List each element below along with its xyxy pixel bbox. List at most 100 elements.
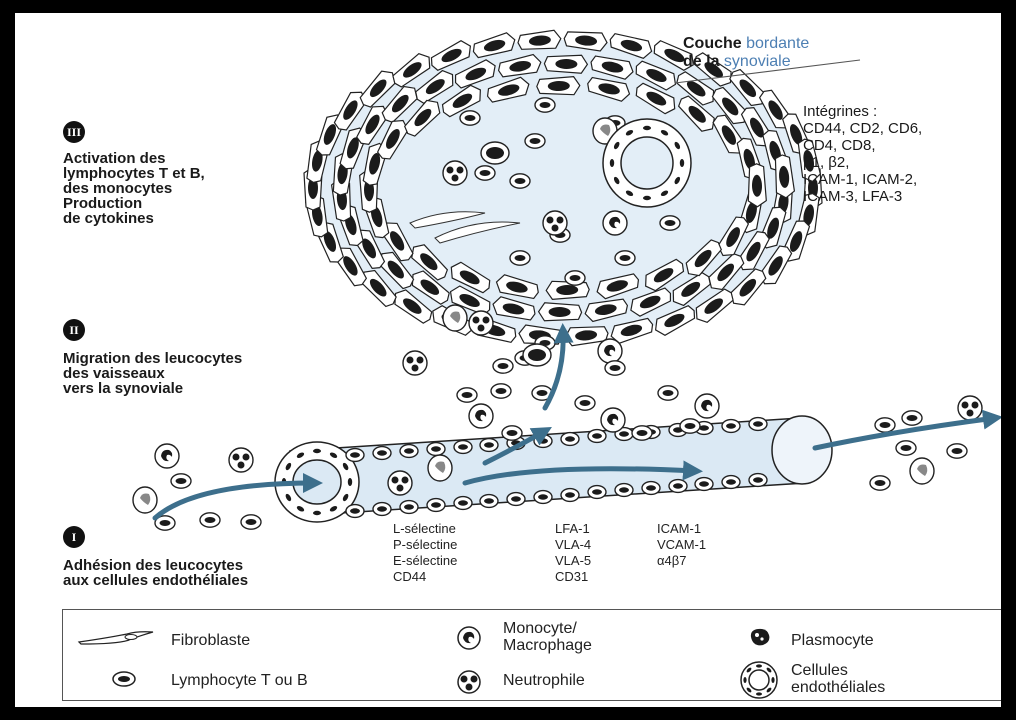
lymphocyte-cell (870, 476, 890, 490)
lymphocyte-cell (346, 449, 364, 462)
lymphocyte-cell (460, 111, 480, 125)
lymphocyte-cell (722, 476, 740, 489)
stage-iii-badge: III (63, 121, 85, 143)
lymphocyte-cell (480, 495, 498, 508)
legend: Fibroblaste Lymphocyte T ou B Monocyte/M… (62, 609, 1004, 701)
adhesion-molecules-col2: LFA-1 VLA-4 VLA-5 CD31 (555, 521, 591, 585)
lining-cell (538, 303, 581, 322)
plasmocyte-cell (523, 344, 551, 366)
lymphocyte-cell (588, 486, 606, 499)
lymphocyte-cell (480, 439, 498, 452)
lymphocyte-cell (722, 420, 740, 433)
synovial-capillary (603, 119, 691, 207)
neutrophil-cell (229, 448, 253, 472)
lymphocyte-cell (534, 491, 552, 504)
lymphocyte-cell (902, 411, 922, 425)
neutrophil-cell (469, 311, 493, 335)
macrophage-cell (910, 458, 934, 484)
lymphocyte-cell (507, 493, 525, 506)
lymphocyte-cell (632, 426, 652, 440)
lymphocyte-cell (502, 426, 522, 440)
lymphocyte-cell (171, 474, 191, 488)
lymphocyte-cell (896, 441, 916, 455)
lymphocyte-cell (658, 386, 678, 400)
lymphocyte-cell (875, 418, 895, 432)
legend-lymphocyte-label: Lymphocyte T ou B (171, 672, 308, 689)
macrophage-cell (133, 487, 157, 513)
endothelial-cells-icon (739, 660, 779, 700)
lymphocyte-cell (200, 513, 220, 527)
fibroblast-icon (77, 628, 157, 650)
legend-monocyte-label: Monocyte/Macrophage (503, 620, 592, 654)
lining-cell (537, 77, 580, 96)
legend-plasmocyte-label: Plasmocyte (791, 632, 874, 649)
lymphocyte-cell (561, 433, 579, 446)
lymphocyte-cell (561, 489, 579, 502)
neutrophil-cell (388, 471, 412, 495)
monocyte-cell (603, 211, 627, 235)
lymphocyte-cell (749, 418, 767, 431)
lymphocyte-cell (605, 361, 625, 375)
lymphocyte-cell (346, 505, 364, 518)
lymphocyte-cell (947, 444, 967, 458)
neutrophil-cell (443, 161, 467, 185)
lymphocyte-cell (565, 271, 585, 285)
lymphocyte-cell (680, 419, 700, 433)
neutrophil-cell (958, 396, 982, 420)
monocyte-cell (695, 394, 719, 418)
adhesion-molecules-col1: L-sélectine P-sélectine E-sélectine CD44 (393, 521, 457, 585)
adhesion-molecules-col3: ICAM-1 VCAM-1 α4β7 (657, 521, 706, 569)
lymphocyte-cell (475, 166, 495, 180)
lymphocyte-cell (749, 474, 767, 487)
lymphocyte-cell (615, 484, 633, 497)
lymphocyte-cell (400, 501, 418, 514)
stage-i-badge: I (63, 526, 85, 548)
stage-ii-badge: II (63, 319, 85, 341)
lymphocyte-cell (669, 480, 687, 493)
lining-cell (517, 30, 561, 52)
lymphocyte-cell (510, 174, 530, 188)
lymphocyte-cell (427, 499, 445, 512)
macrophage-cell (428, 455, 452, 481)
neutrophil-cell (403, 351, 427, 375)
lining-layer-label: Couche bordante de la synoviale (683, 35, 809, 71)
diagram-frame: Couche bordante de la synoviale Intégrin… (12, 10, 1004, 710)
macrophage-cell (443, 305, 467, 331)
lymphocyte-cell (400, 445, 418, 458)
lymphocyte-cell (493, 359, 513, 373)
lining-cell (748, 164, 767, 207)
legend-neutrophil-label: Neutrophile (503, 672, 585, 689)
lymphocyte-cell (660, 216, 680, 230)
lymphocyte-cell (454, 441, 472, 454)
stage-ii-text: Migration des leucocytes des vaisseaux v… (63, 351, 242, 396)
lymphocyte-cell (373, 447, 391, 460)
plasmocyte-cell (481, 142, 509, 164)
neutrophil-cell (543, 211, 567, 235)
lymphocyte-icon (111, 670, 137, 688)
lymphocyte-cell (491, 384, 511, 398)
integrins-list: Intégrines : CD44, CD2, CD6, CD4, CD8, β… (803, 103, 922, 205)
lymphocyte-cell (588, 430, 606, 443)
monocyte-cell (469, 404, 493, 428)
monocyte-icon (455, 624, 483, 652)
lymphocyte-cell (535, 98, 555, 112)
lymphocyte-cell (510, 251, 530, 265)
lymphocyte-cell (642, 482, 660, 495)
lymphocyte-cell (457, 388, 477, 402)
monocyte-cell (601, 408, 625, 432)
lymphocyte-cell (695, 478, 713, 491)
monocyte-cell (155, 444, 179, 468)
lymphocyte-cell (454, 497, 472, 510)
lining-cell (544, 55, 587, 74)
plasmocyte-icon (747, 626, 773, 648)
lymphocyte-cell (575, 396, 595, 410)
lymphocyte-cell (241, 515, 261, 529)
monocyte-cell (598, 339, 622, 363)
lymphocyte-cell (525, 134, 545, 148)
stage-i-text: Adhésion des leucocytes aux cellules end… (63, 558, 248, 588)
stage-iii-text: Activation des lymphocytes T et B, des m… (63, 151, 205, 226)
lymphocyte-cell (373, 503, 391, 516)
legend-fibroblast-label: Fibroblaste (171, 632, 250, 649)
lymphocyte-cell (615, 251, 635, 265)
